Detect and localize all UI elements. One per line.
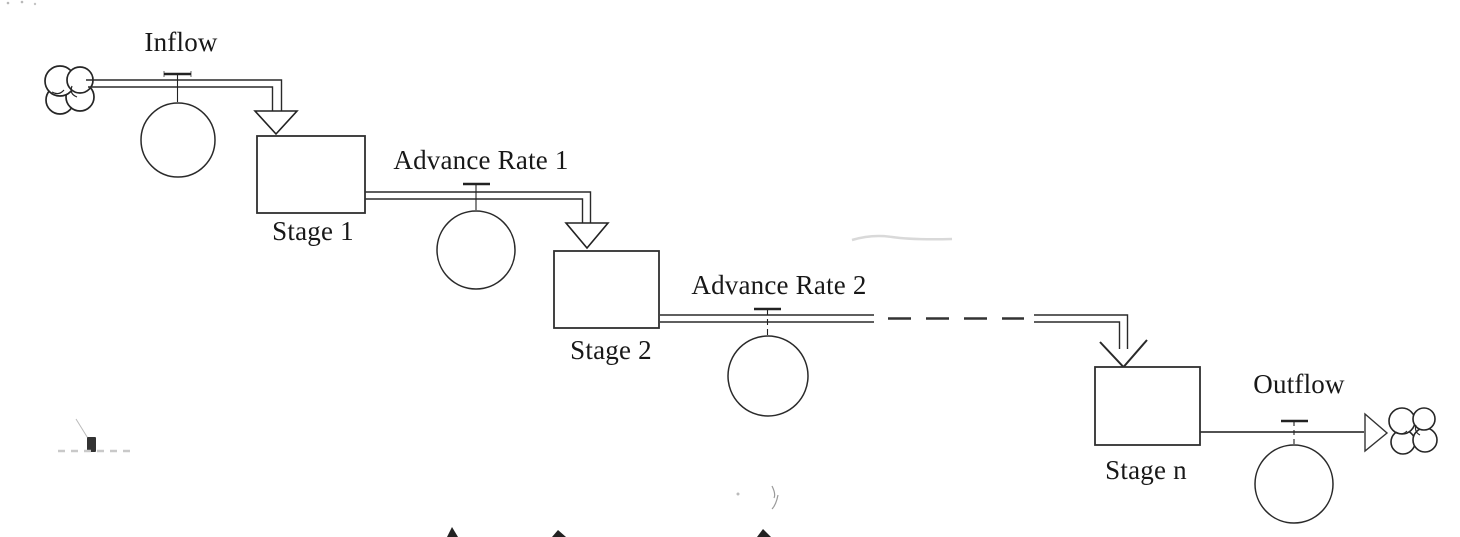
stage-1-stock-box (256, 135, 366, 214)
inflow-pipe (86, 79, 283, 112)
advance-rate-1-valve-icon (463, 182, 490, 210)
stage-2-stock-label: Stage 2 (570, 335, 652, 365)
advance-rate-2-arrowhead-icon (1099, 339, 1148, 369)
inflow-flow-label: Inflow (144, 27, 218, 57)
advance-rate-2-valve-icon (754, 307, 781, 335)
advance-rate-1-pipe (365, 191, 592, 224)
stage-n-stock-label: Stage n (1105, 455, 1187, 485)
outflow-converter-circle (1254, 444, 1334, 524)
advance-rate-1-converter-circle (436, 210, 516, 290)
stage-2-stock-box (553, 250, 660, 329)
cloud-sink-icon (1388, 407, 1438, 455)
outflow-flow-label: Outflow (1253, 369, 1345, 399)
advance-rate-1-arrowhead-icon (564, 222, 610, 250)
stage-n-stock-box (1094, 366, 1201, 446)
stage-1-stock-label: Stage 1 (272, 216, 354, 246)
cloud-source-icon (44, 65, 95, 115)
advance-rate-2-flow-label: Advance Rate 2 (691, 270, 867, 300)
inflow-valve-icon (163, 71, 192, 102)
outflow-arrowhead-icon (1364, 412, 1389, 453)
inflow-converter-circle (140, 102, 216, 178)
advance-rate-2-converter-circle (727, 335, 809, 417)
advance-rate-1-flow-label: Advance Rate 1 (393, 145, 569, 175)
inflow-arrowhead-icon (253, 110, 299, 136)
scan-artifacts (6, 0, 953, 537)
outflow-valve-icon (1281, 419, 1308, 444)
advance-rate-2-pipe (660, 314, 1129, 349)
